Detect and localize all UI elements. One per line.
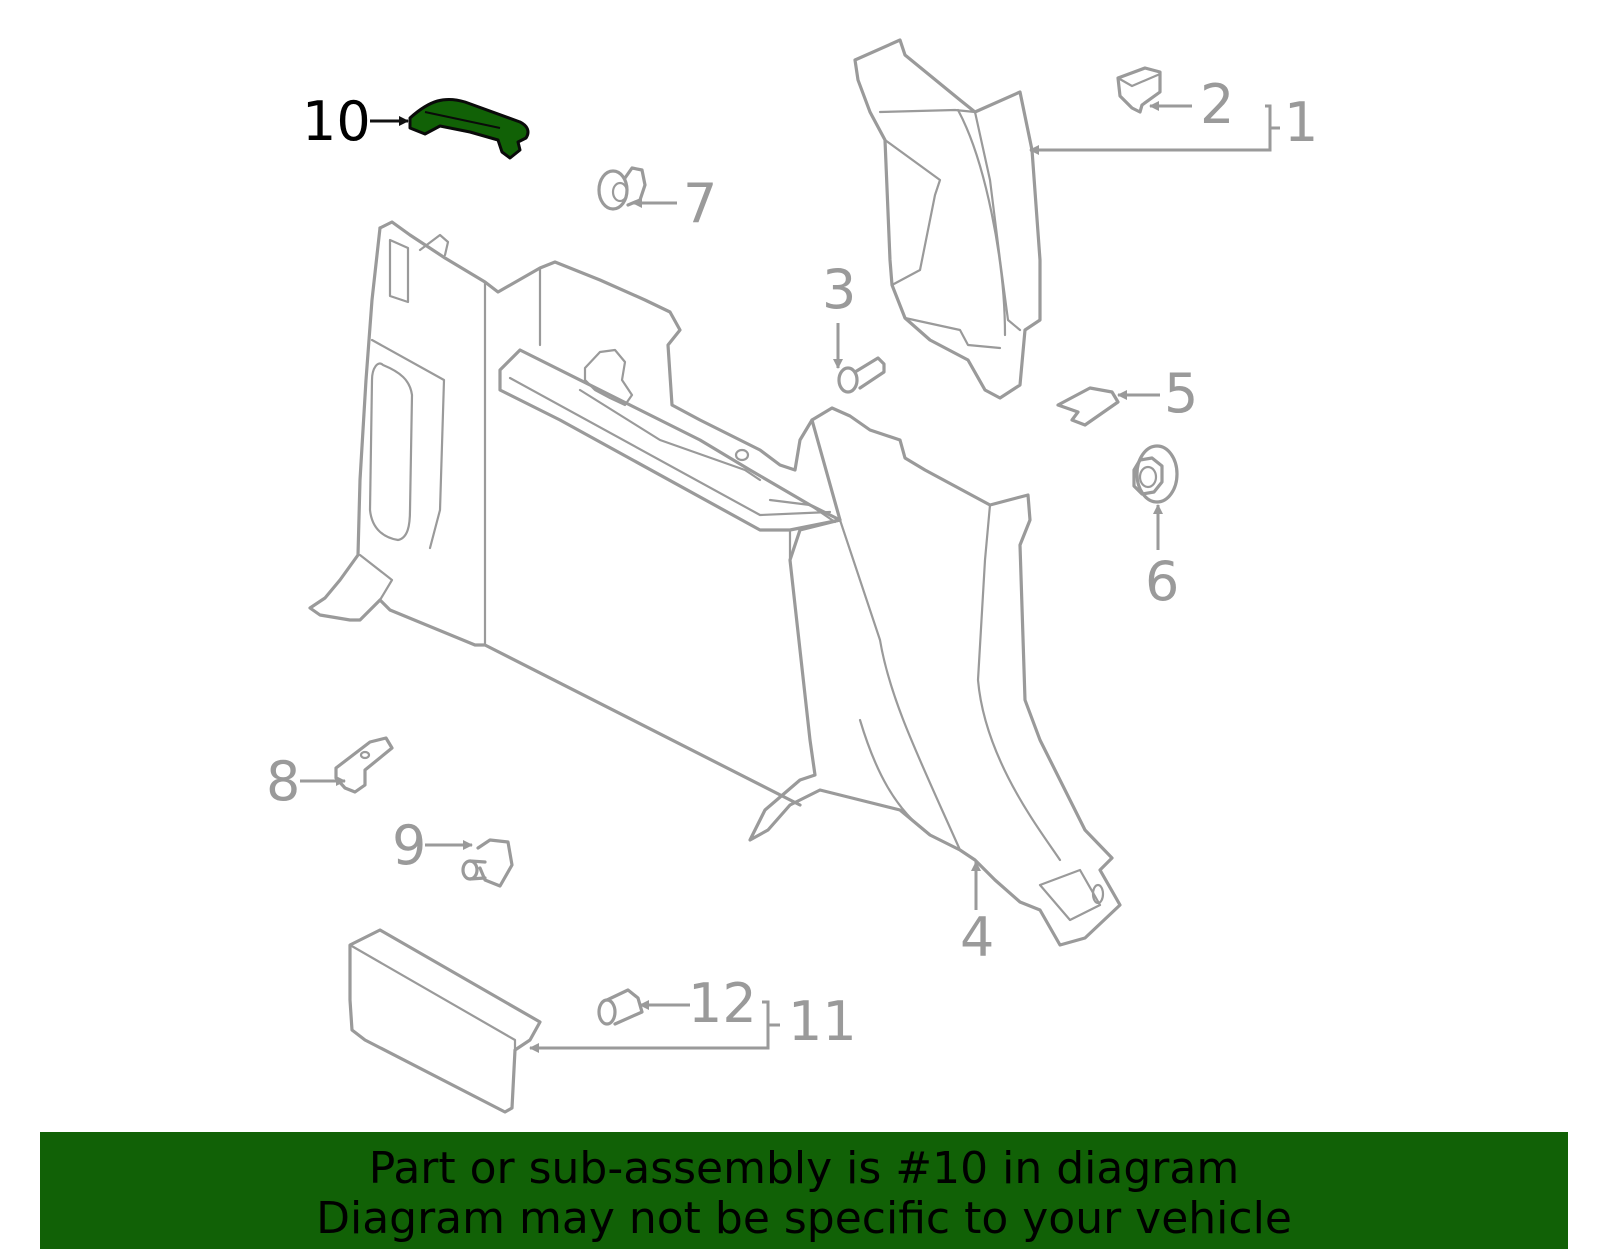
callout-3: 3 [822,258,856,321]
part-6-nut[interactable] [1132,444,1179,504]
part-4-lower-quarter-trim[interactable] [748,406,1122,947]
banner-line-1: Part or sub-assembly is #10 in diagram [368,1143,1240,1194]
banner-line-2: Diagram may not be specific to your vehi… [316,1193,1292,1244]
callout-labels: 10 1 2 3 4 5 6 7 8 9 11 12 [266,73,1318,1053]
callout-5: 5 [1164,362,1198,425]
callout-6: 6 [1145,550,1179,613]
part-3-push-pin[interactable] [837,356,886,394]
part-9-retainer[interactable] [461,838,514,888]
callout-2: 2 [1200,73,1234,136]
part-10-grab-handle[interactable] [408,97,530,160]
callout-8: 8 [266,750,300,813]
callout-10: 10 [302,90,371,153]
part-2-clip[interactable] [1116,66,1162,114]
part-5-clip[interactable] [1056,386,1120,427]
callout-4: 4 [960,906,994,969]
leader-lines [300,101,1280,1053]
callout-11: 11 [788,990,857,1053]
part-12-clip[interactable] [597,988,644,1026]
part-11-access-cover[interactable] [348,928,542,1114]
callout-9: 9 [392,814,426,877]
callout-7: 7 [683,172,717,235]
quarter-trim-panel [308,220,842,807]
part-1-pillar-trim[interactable] [853,38,1042,400]
callout-1: 1 [1284,91,1318,154]
callout-12: 12 [688,972,757,1035]
part-8-clip[interactable] [334,736,394,794]
info-banner: Part or sub-assembly is #10 in diagram D… [40,1132,1568,1249]
